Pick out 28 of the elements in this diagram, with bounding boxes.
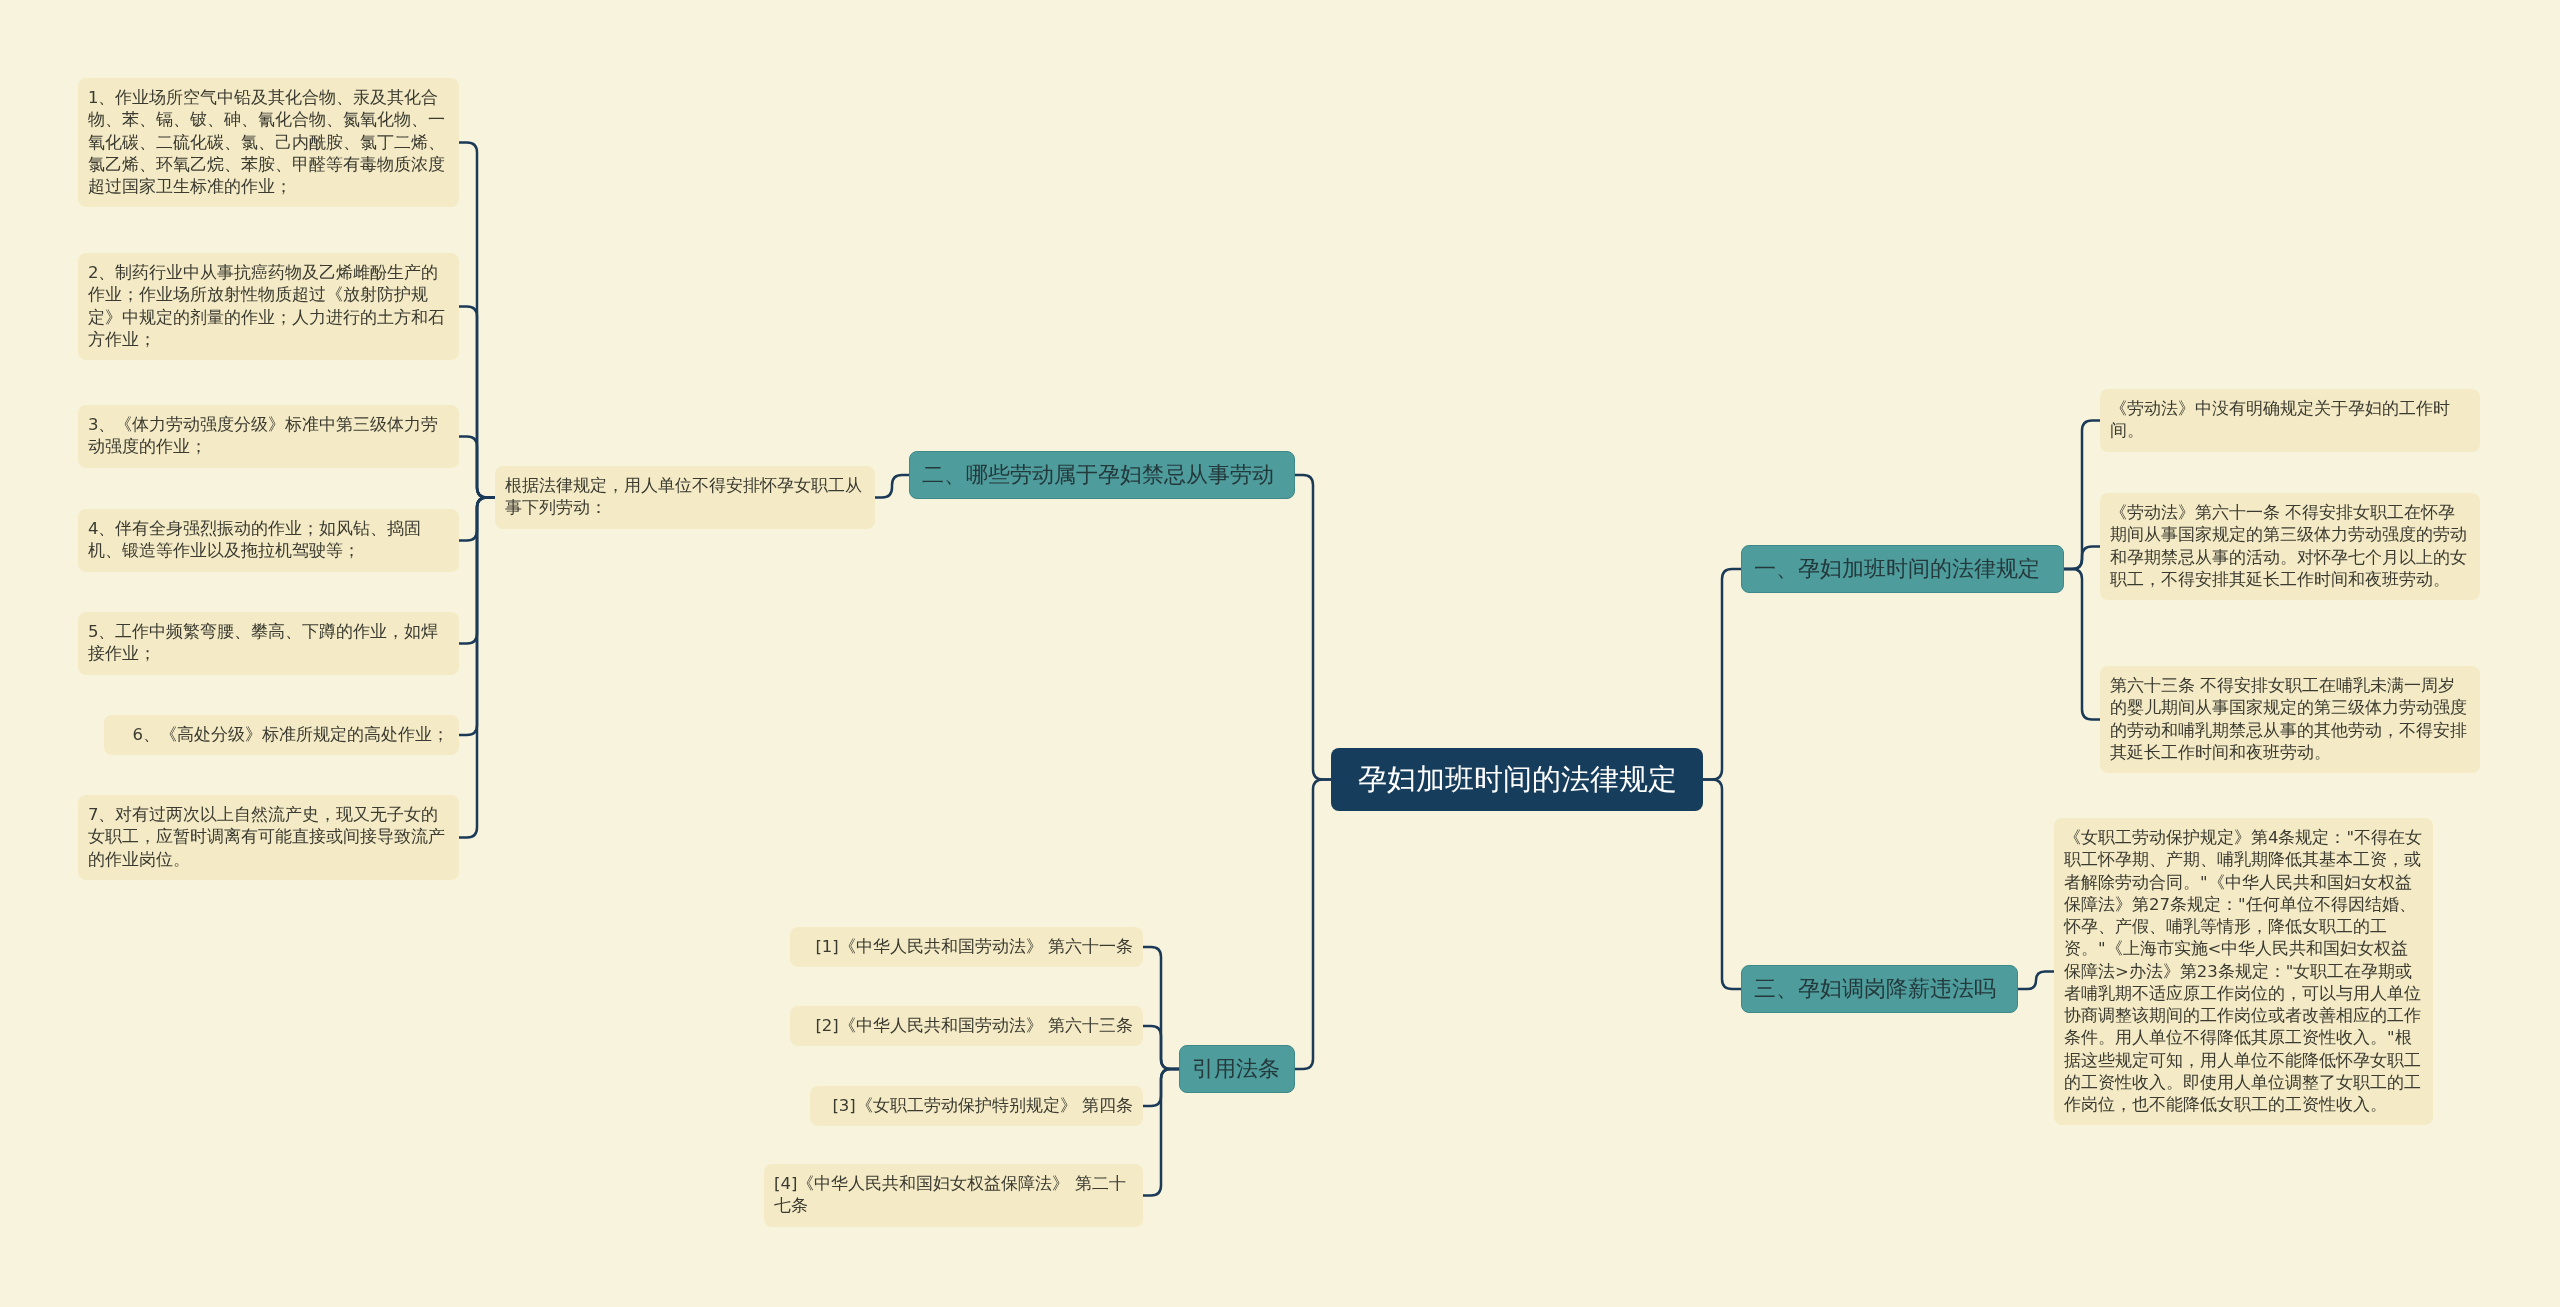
note-text: 1、作业场所空气中铅及其化合物、汞及其化合物、苯、镉、铍、砷、氰化合物、氮氧化物、一氧化碳、二硫化碳、氯、己内酰胺、氯丁二烯、氯乙烯、环氧乙烷、苯胺、甲醛等有毒物质浓度超过国家卫生标准的作业；: [88, 87, 446, 199]
connector-line: [1703, 778, 1741, 991]
note-text: 7、对有过两次以上自然流产史，现又无子女的女职工，应暂时调离有可能直接或间接导致流产的作业岗位。: [88, 804, 446, 871]
topic-text: 二、哪些劳动属于孕妇禁忌从事劳动: [922, 461, 1275, 489]
topic-text: 三、孕妇调岗降薪违法吗: [1754, 975, 1997, 1003]
note-text: 《女职工劳动保护规定》第4条规定："不得在女职工怀孕期、产期、哺乳期降低其基本工资，或者解除劳动合同。"《中华人民共和国妇女权益保障法》第27条规定："任何单位不得因结婚、怀孕、产假、哺乳等情形，降低女职工的工资。"《上海市实施<中华人民共和国妇女权益保障法>办法》第23条规定："女职工在孕期或者哺乳期不适应原工作岗位的，可以与用人单位协商调整该期间的工作岗位或者改善相应的工作条件。用人单位不得降低其原工资性收入。"根据这些规定可知，用人单位不能降低怀孕女职工的工资性收入。即使用人单位调整了女职工的工作岗位，也不能降低女职工的工资性收入。: [2064, 827, 2423, 1117]
note-text: [4]《中华人民共和国妇女权益保障法》 第二十七条: [774, 1173, 1127, 1218]
note-text: 2、制药行业中从事抗癌药物及乙烯雌酚生产的作业；作业场所放射性物质超过《放射防护规定》中规定的剂量的作业；人力进行的土方和石方作业；: [88, 262, 446, 351]
note-text: 5、工作中频繁弯腰、攀高、下蹲的作业，如焊接作业；: [88, 621, 440, 666]
note-text: [1]《中华人民共和国劳动法》 第六十一条: [814, 936, 1133, 958]
note-text: [3]《女职工劳动保护特别规定》 第四条: [831, 1095, 1133, 1117]
note-text: 3、《体力劳动强度分级》标准中第三级体力劳动强度的作业；: [88, 414, 440, 459]
topic-text: 引用法条: [1192, 1055, 1281, 1083]
topic-text: 一、孕妇加班时间的法律规定: [1754, 555, 2041, 583]
note-text: 《劳动法》中没有明确规定关于孕妇的工作时间。: [2110, 398, 2451, 443]
connector-line: [2018, 970, 2054, 991]
note-text: 4、伴有全身强烈振动的作业；如风钻、捣固机、锻造等作业以及拖拉机驾驶等；: [88, 518, 423, 563]
connector-line: [1143, 1067, 1179, 1197]
connector-line: [875, 473, 909, 499]
connector-line: [1295, 778, 1331, 1071]
central-topic-text: 孕妇加班时间的法律规定: [1357, 761, 1677, 798]
connector-line: [459, 496, 495, 839]
note-text: 《劳动法》第六十一条 不得安排女职工在怀孕期间从事国家规定的第三级体力劳动强度的劳动和孕期禁忌从事的活动。对怀孕七个月以上的女职工，不得安排其延长工作时间和夜班劳动。: [2110, 502, 2468, 591]
connector-line: [2064, 567, 2100, 721]
note-text: 6、《高处分级》标准所规定的高处作业；: [131, 724, 449, 746]
note-text: [2]《中华人民共和国劳动法》 第六十三条: [814, 1015, 1133, 1037]
note-text: 第六十三条 不得安排女职工在哺乳未满一周岁的婴儿期间从事国家规定的第三级体力劳动强度的劳动和哺乳期禁忌从事的其他劳动，不得安排其延长工作时间和夜班劳动。: [2110, 675, 2468, 764]
note-text: 根据法律规定，用人单位不得安排怀孕女职工从事下列劳动：: [505, 475, 863, 520]
